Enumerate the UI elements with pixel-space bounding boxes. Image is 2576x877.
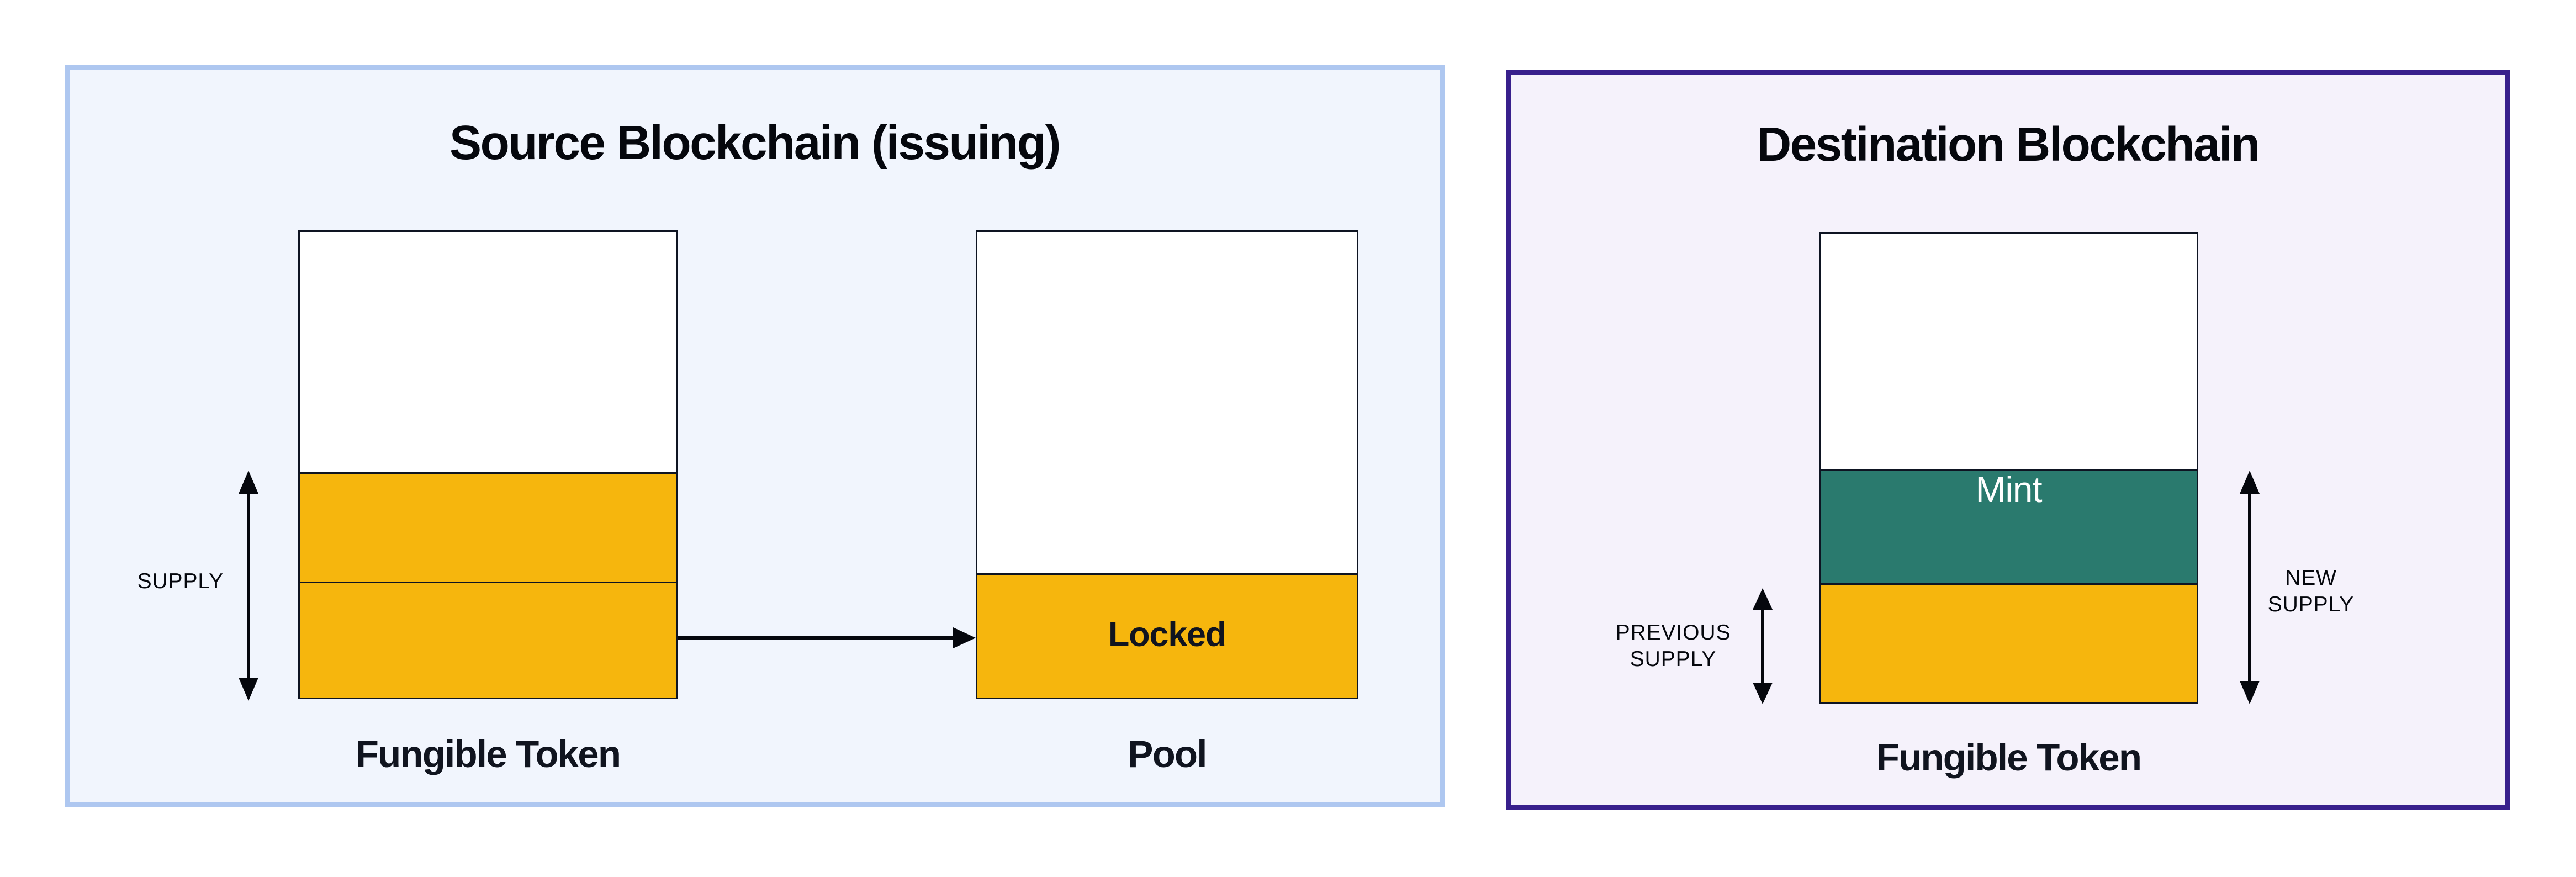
destination-token-bar-caption: Fungible Token (1876, 736, 2142, 779)
new-supply-range-arrow-icon (2236, 471, 2263, 704)
destination-token-unfilled-section (1821, 234, 2197, 469)
destination-panel-title: Destination Blockchain (1757, 119, 2260, 172)
source-panel-title: Source Blockchain (issuing) (449, 118, 1061, 171)
source-token-bar-caption: Fungible Token (355, 732, 621, 775)
new-supply-label: NEW SUPPLY (2263, 565, 2359, 618)
supply-label: SUPPLY (137, 568, 224, 593)
pool-bar-caption: Pool (1128, 732, 1207, 775)
lock-transfer-arrow-icon (678, 623, 977, 653)
destination-fungible-token-bar: Mint (1819, 232, 2198, 704)
locked-label: Locked (1108, 616, 1227, 654)
source-fungible-token-bar (298, 230, 678, 699)
source-token-supply-upper-section (300, 472, 676, 583)
source-token-supply-lower-section (300, 583, 676, 698)
previous-supply-label-line1: PREVIOUS (1615, 620, 1731, 644)
previous-supply-label-line2: SUPPLY (1630, 646, 1717, 671)
previous-supply-range-arrow-icon (1749, 588, 1776, 704)
new-supply-label-line1: NEW (2285, 565, 2337, 590)
mint-label: Mint (1975, 469, 2043, 510)
destination-token-mint-section: Mint (1821, 469, 2197, 585)
previous-supply-label: PREVIOUS SUPPLY (1587, 620, 1759, 673)
pool-locked-section: Locked (977, 573, 1357, 698)
destination-token-previous-supply-section (1821, 585, 2197, 702)
pool-empty-section (977, 232, 1357, 573)
source-token-unfilled-section (300, 232, 676, 472)
new-supply-label-line2: SUPPLY (2267, 591, 2355, 616)
pool-bar: Locked (976, 230, 1358, 699)
supply-range-arrow-icon (235, 471, 262, 701)
